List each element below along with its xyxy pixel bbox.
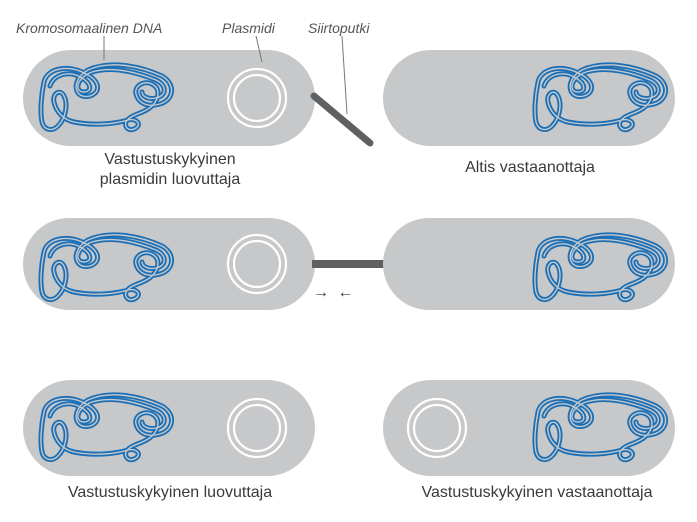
caption-resistant-recipient: Vastustuskykyinen vastaanottaja xyxy=(421,484,653,501)
plasmid-leader-line xyxy=(255,35,263,63)
caption-recipient: Altis vastaanottaja xyxy=(465,159,595,176)
tube-leader-line xyxy=(341,35,348,115)
label-transfer-tube: Siirtoputki xyxy=(308,20,370,36)
transfer-tube-extending xyxy=(310,92,374,147)
caption-donor-line1: Vastustuskykyinen xyxy=(104,151,236,168)
caption-donor-line2: plasmidin luovuttaja xyxy=(99,171,241,188)
caption-donor: Vastustuskykyinen plasmidin luovuttaja xyxy=(40,150,300,190)
label-plasmid: Plasmidi xyxy=(222,20,275,36)
movement-arrows: → ← xyxy=(313,284,356,301)
caption-resistant-donor: Vastustuskykyinen luovuttaja xyxy=(67,484,273,501)
label-chromosomal-dna: Kromosomaalinen DNA xyxy=(16,20,163,36)
transfer-tube-connected xyxy=(312,260,388,268)
